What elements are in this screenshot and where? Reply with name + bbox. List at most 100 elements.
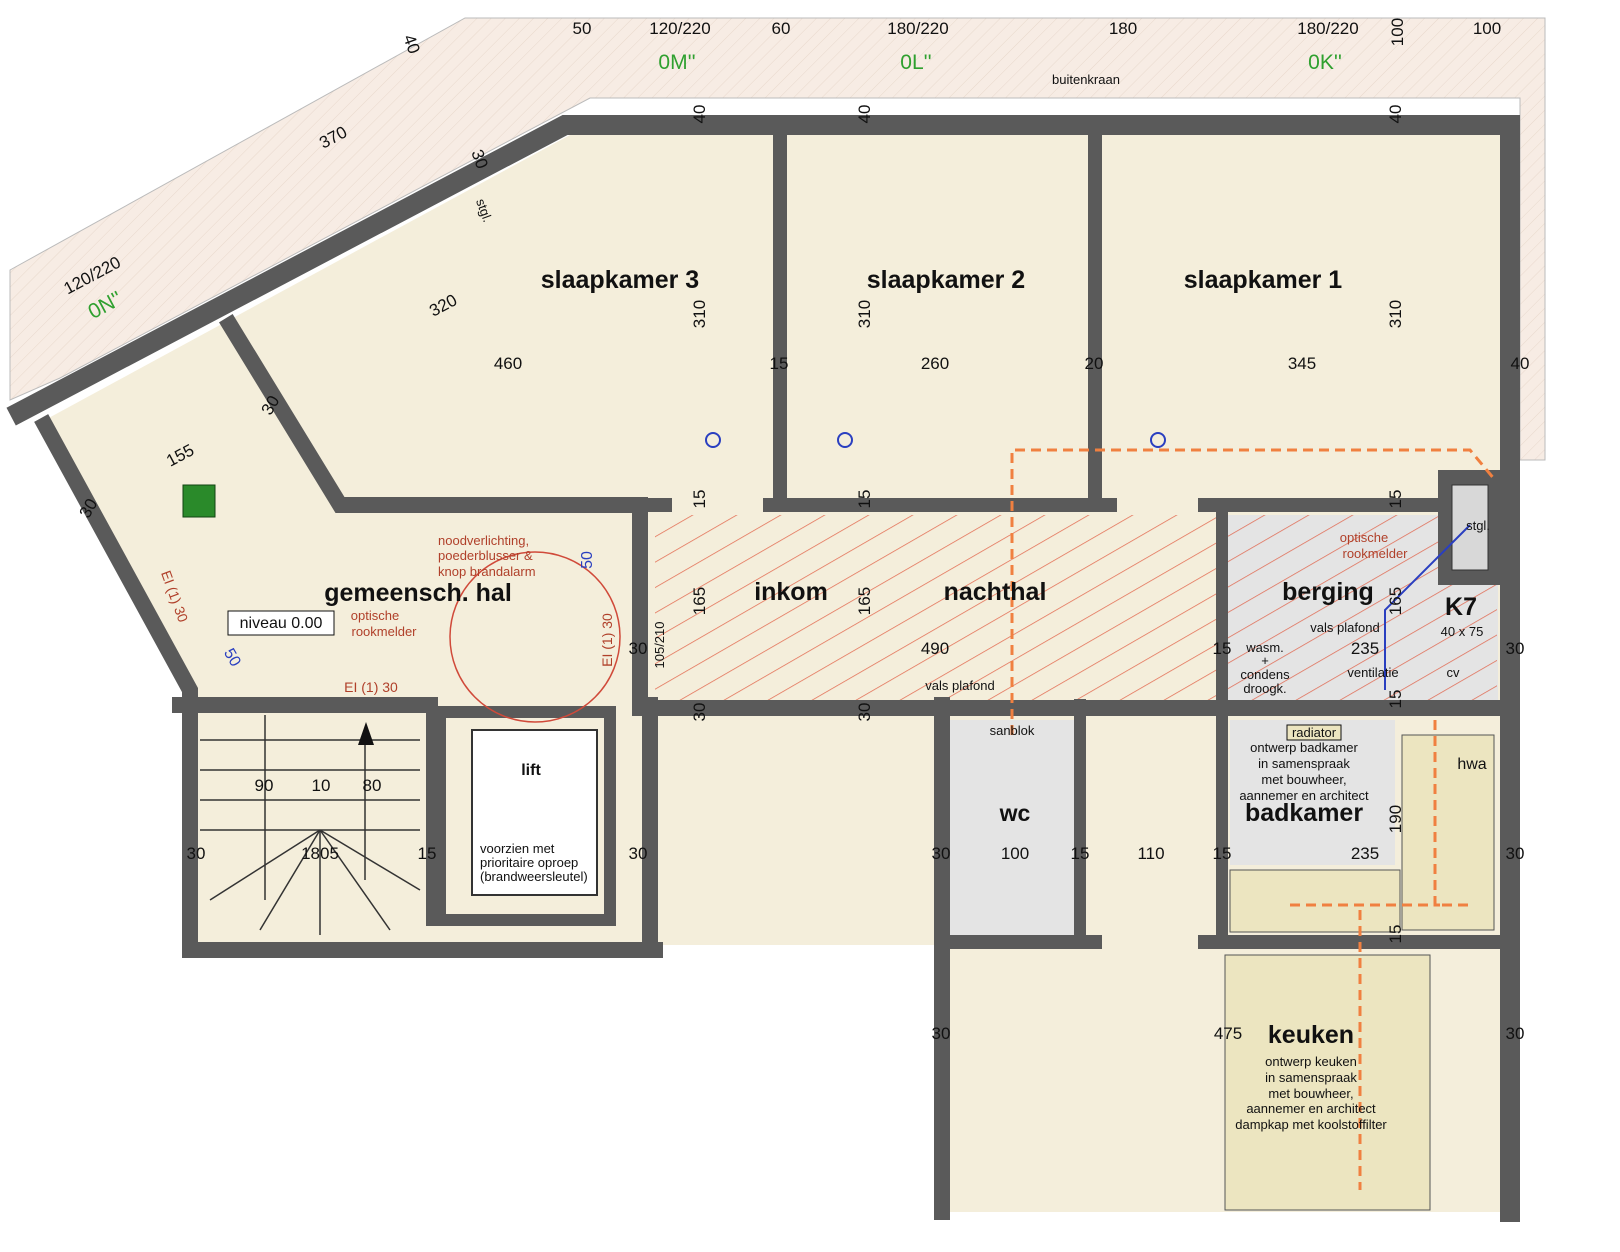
sanblok-label: sanblok — [990, 723, 1035, 738]
dimension-label: 310 — [855, 300, 874, 328]
lift-note-3: (brandweersleutel) — [480, 869, 588, 884]
wc-floor — [950, 720, 1075, 935]
ei-door-label: EI (1) 30 — [599, 613, 615, 667]
dimension-label: 80 — [363, 776, 382, 795]
buitenkraan-label: buitenkraan — [1052, 72, 1120, 87]
emergency-exit-icon — [182, 484, 216, 518]
room-k7: K7 — [1445, 593, 1477, 621]
dimension-label: 15 — [1386, 925, 1405, 944]
wasm-4: droogk. — [1243, 681, 1286, 696]
window-0M: 0M'' — [658, 51, 695, 74]
light-switch-icons — [705, 432, 1166, 448]
dimension-label: 190 — [1386, 805, 1405, 833]
lift-note-2: prioritaire oproep — [480, 855, 578, 870]
hwa-shaft — [1401, 734, 1495, 931]
clearance-dim-2: 50 — [220, 646, 244, 670]
kitchen-counter — [1224, 954, 1431, 1211]
room-lift: lift — [521, 762, 541, 779]
staircase — [200, 715, 421, 935]
dimension-label: 180/220 — [1297, 19, 1358, 38]
wheelchair-turning-circle — [449, 551, 621, 723]
dimension-label: 260 — [921, 354, 949, 373]
room-keuken: keuken — [1268, 1021, 1354, 1049]
room-wc: wc — [999, 800, 1031, 826]
room-nachthal: nachthal — [944, 578, 1047, 606]
dimension-label: 235 — [1351, 639, 1379, 658]
dimension-label: 15 — [770, 354, 789, 373]
dimension-label: 90 — [255, 776, 274, 795]
room-gemeensch-hal: gemeensch. hal — [324, 579, 512, 607]
dimension-label: 40 — [690, 105, 709, 124]
dimension-label: 100 — [1473, 19, 1501, 38]
nood-label-3: knop brandalarm — [438, 564, 536, 579]
room-badkamer: badkamer — [1245, 799, 1363, 827]
wasm-1: wasm. — [1245, 640, 1284, 655]
keuken-note-3: met bouwheer, — [1268, 1086, 1353, 1101]
water-line — [1384, 524, 1471, 690]
dimension-label: 180/220 — [887, 19, 948, 38]
door-size-label: 105/210 — [652, 622, 667, 669]
dimension-label: 120/220 — [649, 19, 710, 38]
dimension-label: 30 — [932, 844, 951, 863]
dimension-label: 460 — [494, 354, 522, 373]
room-slaapkamer-3: slaapkamer 3 — [541, 266, 699, 294]
room-inkom: inkom — [754, 578, 828, 606]
dimension-label: 30 — [187, 844, 206, 863]
window-0L: 0L'' — [900, 51, 931, 74]
dimension-label: 235 — [1351, 844, 1379, 863]
badkamer-floor — [1230, 720, 1395, 865]
dimension-label: 40 — [1386, 105, 1405, 124]
ventilatie-label: ventilatie — [1347, 665, 1398, 680]
rookmelder-berging-1: optische — [1340, 530, 1388, 545]
bath-sinks — [1229, 869, 1401, 933]
dimension-label: 310 — [1386, 300, 1405, 328]
wasm-2: + — [1261, 653, 1269, 668]
lift-note-1: voorzien met — [480, 841, 555, 856]
up-arrow-icon — [358, 722, 374, 745]
lift-cabin — [471, 729, 598, 896]
dimension-label: 15 — [690, 490, 709, 509]
dimension-label: 100 — [1001, 844, 1029, 863]
dimension-label: 180 — [1109, 19, 1137, 38]
badkamer-note-1: ontwerp badkamer — [1250, 740, 1358, 755]
rookmelder-hal-2: rookmelder — [351, 624, 417, 639]
room-slaapkamer-2: slaapkamer 2 — [867, 266, 1025, 294]
keuken-note-5: dampkap met koolstoffilter — [1235, 1117, 1387, 1132]
dimension-label: 30 — [932, 1024, 951, 1043]
dimension-label: 490 — [921, 639, 949, 658]
radiator-box — [1286, 724, 1342, 741]
wasm-3: condens — [1240, 667, 1290, 682]
dimension-label: 345 — [1288, 354, 1316, 373]
dimension-label: 30 — [629, 639, 648, 658]
niveau-label: niveau 0.00 — [240, 615, 323, 632]
k7-size: 40 x 75 — [1441, 624, 1484, 639]
radiator-label: radiator — [1292, 725, 1337, 740]
dimension-label: 40 — [1511, 354, 1530, 373]
dimension-label: 110 — [1137, 844, 1164, 863]
dimension-label: 15 — [418, 844, 437, 863]
window-0K: 0K'' — [1308, 51, 1342, 74]
dimension-label: 165 — [1386, 587, 1405, 615]
vals-plafond-berging: vals plafond — [1310, 620, 1379, 635]
walls — [6, 115, 1520, 1222]
cv-label: cv — [1447, 665, 1461, 680]
dimension-label: 15 — [1213, 844, 1232, 863]
dimension-label: 15 — [1071, 844, 1090, 863]
badkamer-note-4: aannemer en architect — [1239, 788, 1369, 803]
keuken-note-2: in samenspraak — [1265, 1070, 1357, 1085]
nood-label-2: poederblusser & — [438, 548, 533, 563]
dimension-label: 30 — [1506, 639, 1525, 658]
dimension-label: 30 — [1506, 1024, 1525, 1043]
dimension-label: 15 — [1386, 690, 1405, 709]
ei-hal-label: EI (1) 30 — [344, 679, 398, 695]
dimension-label: 1805 — [301, 844, 339, 863]
dimension-label: 310 — [690, 300, 709, 328]
dimension-label: 40 — [855, 105, 874, 124]
dimension-label: 30 — [1506, 844, 1525, 863]
vals-plafond-hal: vals plafond — [925, 678, 994, 693]
rookmelder-berging-2: rookmelder — [1342, 546, 1408, 561]
dimension-label: 15 — [855, 490, 874, 509]
dimension-label: 100 — [1388, 18, 1407, 46]
keuken-note-1: ontwerp keuken — [1265, 1054, 1357, 1069]
